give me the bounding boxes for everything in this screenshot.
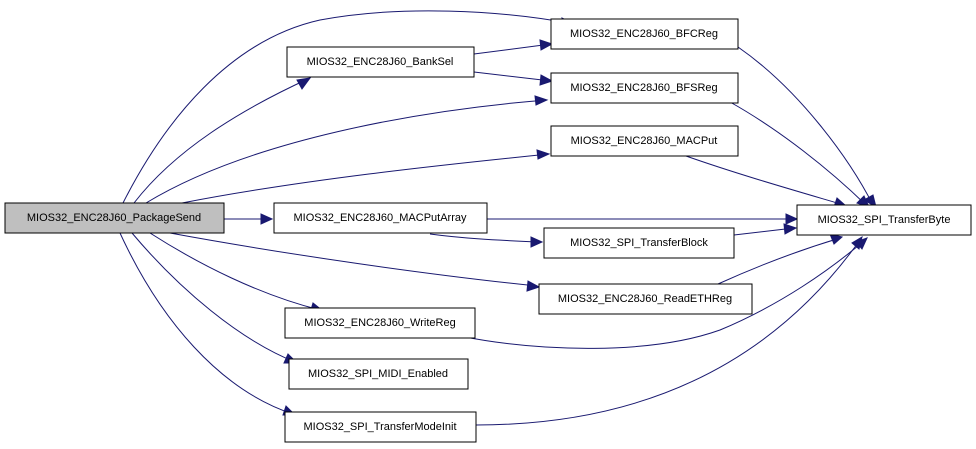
edge-packagesend-to-transfermodeinit (119, 232, 297, 416)
node-bfcreg-label: MIOS32_ENC28J60_BFCReg (570, 28, 718, 40)
node-macput[interactable]: MIOS32_ENC28J60_MACPut (550, 125, 739, 157)
node-readethreg[interactable]: MIOS32_ENC28J60_ReadETHReg (538, 283, 753, 315)
node-readethreg-label: MIOS32_ENC28J60_ReadETHReg (558, 293, 732, 305)
node-midienabled-label: MIOS32_SPI_MIDI_Enabled (308, 368, 448, 380)
edge-packagesend-to-bfcreg (122, 10, 576, 204)
edge-transferblock-to-transferbyte (733, 223, 798, 236)
edge-macput-to-transferbyte (685, 155, 848, 208)
node-banksel[interactable]: MIOS32_ENC28J60_BankSel (286, 46, 475, 78)
edge-packagesend-to-macput (181, 149, 551, 204)
edge-bfsreg-to-transferbyte (729, 101, 870, 208)
node-bfsreg[interactable]: MIOS32_ENC28J60_BFSReg (550, 72, 739, 104)
node-macputarray-label: MIOS32_ENC28J60_MACPutArray (293, 212, 467, 224)
edge-transfermodeinit-to-transferbyte (475, 235, 863, 426)
edge-banksel-to-bfsreg (473, 71, 554, 86)
edge-macputarray-to-transferblock (429, 233, 544, 248)
edge-macputarray-to-transferbyte (487, 213, 799, 225)
node-writereg[interactable]: MIOS32_ENC28J60_WriteReg (284, 307, 476, 339)
node-banksel-label: MIOS32_ENC28J60_BankSel (307, 56, 454, 68)
edges (119, 10, 877, 426)
edge-packagesend-to-bfsreg (145, 95, 549, 204)
node-midienabled[interactable]: MIOS32_SPI_MIDI_Enabled (288, 358, 469, 390)
nodes: MIOS32_ENC28J60_PackageSend MIOS32_ENC28… (4, 18, 972, 443)
node-transferblock[interactable]: MIOS32_SPI_TransferBlock (543, 227, 735, 259)
node-transferbyte-label: MIOS32_SPI_TransferByte (818, 214, 951, 226)
node-packagesend-label: MIOS32_ENC28J60_PackageSend (27, 212, 201, 224)
node-transferblock-label: MIOS32_SPI_TransferBlock (570, 237, 708, 249)
edge-banksel-to-bfcreg (473, 39, 554, 55)
node-transferbyte[interactable]: MIOS32_SPI_TransferByte (796, 204, 972, 236)
edge-packagesend-to-macputarray (224, 213, 274, 225)
edge-packagesend-to-banksel (133, 77, 312, 204)
edge-readethreg-to-transferbyte (717, 233, 844, 285)
node-macput-label: MIOS32_ENC28J60_MACPut (571, 135, 718, 147)
node-transfermodeinit[interactable]: MIOS32_SPI_TransferModeInit (284, 411, 477, 443)
node-macputarray[interactable]: MIOS32_ENC28J60_MACPutArray (273, 202, 488, 234)
node-bfsreg-label: MIOS32_ENC28J60_BFSReg (570, 82, 717, 94)
node-transfermodeinit-label: MIOS32_SPI_TransferModeInit (303, 421, 456, 433)
node-writereg-label: MIOS32_ENC28J60_WriteReg (304, 317, 455, 329)
node-packagesend[interactable]: MIOS32_ENC28J60_PackageSend (4, 202, 225, 234)
edge-bfcreg-to-transferbyte (737, 46, 877, 209)
edge-packagesend-to-midienabled (131, 232, 299, 364)
edge-packagesend-to-readethreg (169, 232, 541, 292)
node-bfcreg[interactable]: MIOS32_ENC28J60_BFCReg (550, 18, 739, 50)
